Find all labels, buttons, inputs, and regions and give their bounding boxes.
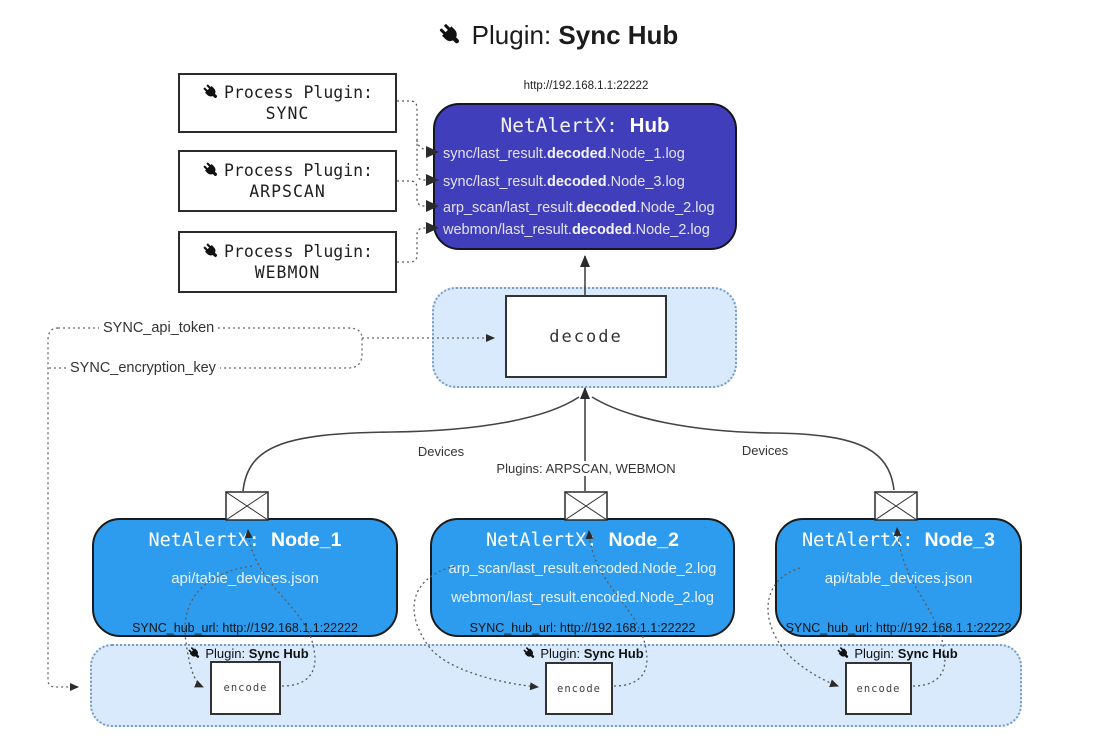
hub-log-line: sync/last_result.decoded.Node_1.log bbox=[443, 146, 685, 162]
node-file-line: api/table_devices.json bbox=[171, 570, 319, 587]
node-file-line: webmon/last_result.encoded.Node_2.log bbox=[451, 590, 714, 606]
process-plugin-box-sync: Process Plugin: SYNC bbox=[178, 73, 397, 133]
process-plugin-box-webmon: Process Plugin: WEBMON bbox=[178, 231, 397, 293]
plug-icon bbox=[202, 161, 221, 180]
devices-label-left: Devices bbox=[413, 444, 469, 459]
hub-log-line: webmon/last_result.decoded.Node_2.log bbox=[443, 222, 710, 238]
encode-box: encode bbox=[545, 662, 613, 715]
envelope-icon bbox=[874, 491, 918, 521]
process-plugin-label: Process Plugin: bbox=[223, 83, 373, 102]
encode-label: encode bbox=[856, 682, 901, 695]
node-box-node1: NetAlertX: Node_1 api/table_devices.json… bbox=[92, 518, 398, 637]
encode-label: encode bbox=[557, 682, 601, 695]
node-title: NetAlertX: Node_1 bbox=[148, 529, 342, 551]
devices-label-right: Devices bbox=[737, 443, 793, 458]
diagram-title: Plugin: Sync Hub bbox=[438, 20, 679, 51]
decode-box: decode bbox=[505, 295, 667, 378]
hub-url-label: http://192.168.1.1:22222 bbox=[523, 80, 649, 92]
process-to-hub-links bbox=[397, 100, 434, 263]
band-plugin-label: Plugin: Sync Hub bbox=[522, 646, 644, 661]
encode-box: encode bbox=[210, 661, 281, 715]
node-file-line: arp_scan/last_result.encoded.Node_2.log bbox=[448, 561, 717, 577]
sync-encryption-key-label: SYNC_encryption_key bbox=[66, 360, 220, 376]
hub-log-line: sync/last_result.decoded.Node_3.log bbox=[443, 174, 685, 190]
title-prefix: Plugin: bbox=[471, 20, 559, 50]
process-plugin-label: Process Plugin: bbox=[223, 161, 373, 180]
process-plugin-name: WEBMON bbox=[254, 263, 321, 282]
process-plugin-name: SYNC bbox=[265, 104, 310, 123]
encode-label: encode bbox=[223, 682, 268, 694]
node-hub-url: SYNC_hub_url: http://192.168.1.1:22222 bbox=[469, 621, 696, 635]
hub-box: NetAlertX: Hub sync/last_result.decoded.… bbox=[433, 103, 737, 250]
decode-label: decode bbox=[549, 326, 623, 347]
node-hub-url: SYNC_hub_url: http://192.168.1.1:22222 bbox=[785, 621, 1012, 635]
node-hub-url: SYNC_hub_url: http://192.168.1.1:22222 bbox=[132, 621, 358, 635]
node-title: NetAlertX: Node_3 bbox=[802, 529, 995, 551]
plugins-label-mid: Plugins: ARPSCAN, WEBMON bbox=[492, 461, 680, 476]
hub-title: NetAlertX: Hub bbox=[500, 114, 670, 137]
plug-icon bbox=[438, 22, 465, 49]
plug-icon bbox=[522, 646, 537, 661]
node-file-line: api/table_devices.json bbox=[824, 570, 973, 587]
node-box-node3: NetAlertX: Node_3 api/table_devices.json… bbox=[775, 518, 1022, 637]
band-plugin-label: Plugin: Sync Hub bbox=[836, 646, 958, 661]
process-plugin-box-arpscan: Process Plugin: ARPSCAN bbox=[178, 150, 397, 212]
node-title: NetAlertX: Node_2 bbox=[486, 529, 679, 551]
encode-box: encode bbox=[845, 662, 912, 715]
envelope-icons bbox=[225, 491, 918, 521]
title-bold: Sync Hub bbox=[558, 20, 679, 50]
process-plugin-name: ARPSCAN bbox=[249, 182, 326, 201]
plug-icon bbox=[187, 646, 202, 661]
plug-icon bbox=[836, 646, 851, 661]
envelope-icon bbox=[564, 491, 608, 521]
envelope-icon bbox=[225, 491, 269, 521]
sync-api-token-label: SYNC_api_token bbox=[99, 320, 219, 336]
band-plugin-label: Plugin: Sync Hub bbox=[187, 646, 309, 661]
process-plugin-label: Process Plugin: bbox=[223, 242, 373, 261]
plug-icon bbox=[202, 83, 221, 102]
hub-log-line: arp_scan/last_result.decoded.Node_2.log bbox=[443, 200, 715, 216]
node-box-node2: NetAlertX: Node_2 arp_scan/last_result.e… bbox=[430, 518, 735, 637]
plug-icon bbox=[202, 242, 221, 261]
